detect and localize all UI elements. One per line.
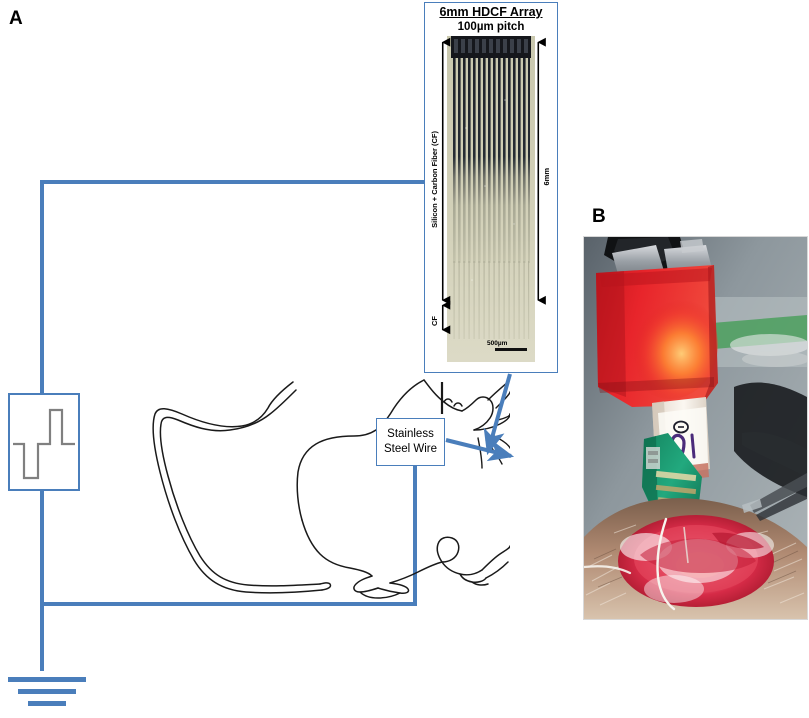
callout-line-1: Stainless [387, 427, 434, 440]
array-inset-subtitle: 100µm pitch [457, 21, 525, 33]
array-cf-dimension-label: CF [430, 316, 439, 326]
wire-left-vertical-upper [40, 180, 44, 395]
array-left-dimension-label: Silicon + Carbon Fiber (CF) [430, 131, 439, 228]
callout-line-2: Steel Wire [383, 443, 438, 455]
array-right-dimension-label: 6mm [542, 168, 551, 186]
earth-ground-symbol [8, 677, 86, 706]
wire-left-vertical-lower [40, 489, 44, 671]
panel-a-label: A [9, 8, 23, 29]
rat-outline-illustration [150, 378, 510, 618]
wire-top-horizontal [40, 180, 440, 184]
stimulator-waveform-box[interactable] [8, 393, 80, 491]
biphasic-pulse-waveform-icon [13, 408, 75, 480]
surgical-implantation-photo [583, 236, 808, 620]
hdcf-array-inset-panel[interactable]: 6mm HDCF Array 100µm pitch [424, 2, 558, 373]
array-inset-title: 6mm HDCF Array [439, 5, 543, 19]
array-micrograph [447, 36, 535, 362]
wire-stimulator-stub [40, 382, 44, 396]
wire-callout-vertical [413, 464, 417, 606]
wire-bottom-horizontal [40, 602, 417, 606]
panel-b-label: B [592, 206, 606, 227]
stainless-steel-wire-callout[interactable]: Stainless Steel Wire [376, 418, 445, 466]
array-scale-bar-label: 500µm [487, 340, 508, 347]
